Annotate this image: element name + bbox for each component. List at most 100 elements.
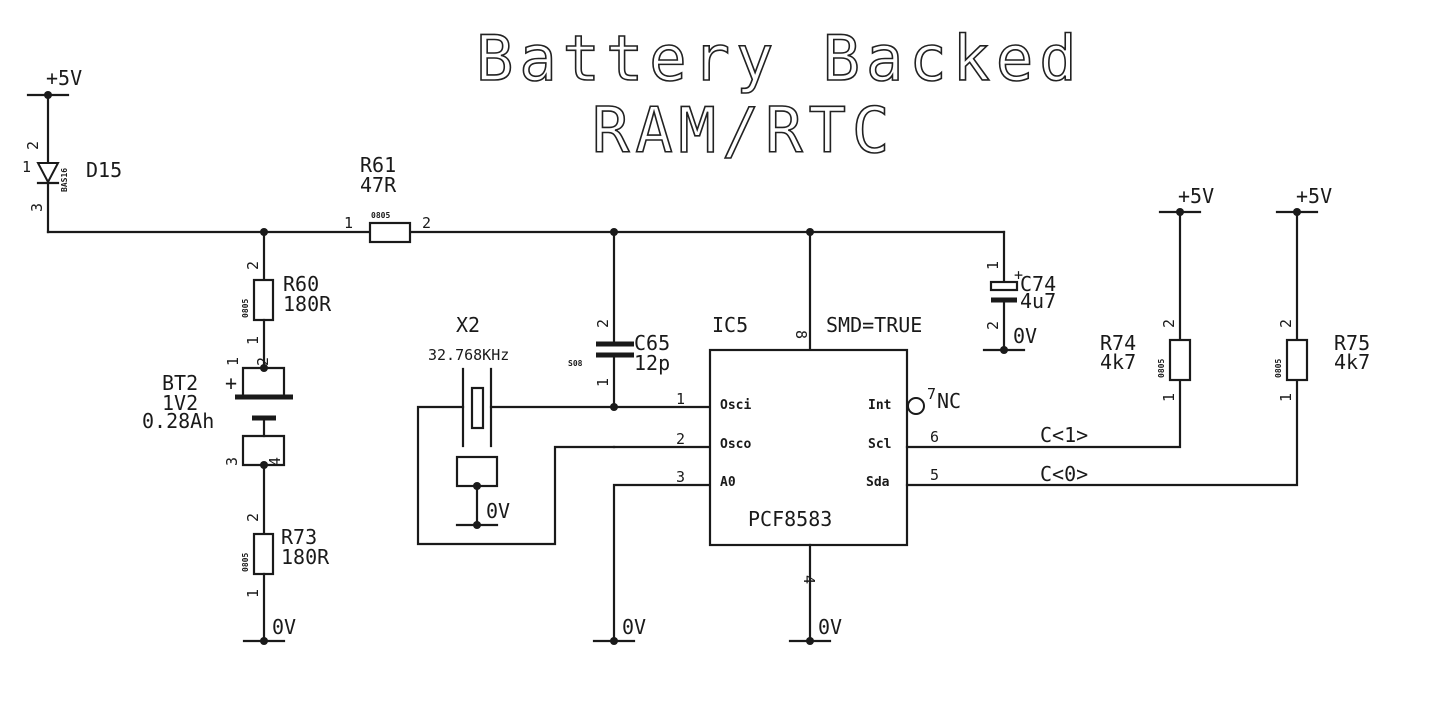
bt2-capacity: 0.28Ah: [142, 409, 214, 433]
bt2-pin-4: 4: [266, 457, 284, 466]
c74-gnd-label: 0V: [1013, 324, 1037, 348]
wire-a0: [612, 483, 712, 643]
r73-ref: R73: [281, 525, 317, 549]
r61-pin-2: 2: [422, 214, 431, 232]
ic5-pin-scl: Scl: [868, 437, 891, 452]
gnd-symbol-ic5: 0V: [788, 615, 842, 645]
gnd-symbol-a0: 0V: [592, 615, 646, 645]
vcc-symbol-d15: +5V: [26, 66, 82, 99]
ic5-pin-gnd: 4: [800, 575, 818, 584]
r73-package: 0805: [241, 553, 250, 572]
c74-polarity: +: [1014, 266, 1023, 284]
r74-pin-1: 1: [1160, 393, 1178, 402]
gnd-label: 0V: [622, 615, 646, 639]
r73-pin-2: 2: [244, 513, 262, 522]
r74-ref: R74: [1100, 331, 1136, 355]
r74-value: 4k7: [1100, 350, 1136, 374]
bt2-voltage: 1V2: [162, 391, 198, 415]
c65-package: S08: [568, 359, 583, 368]
ic5-pin-int-num: 7: [927, 385, 936, 403]
ic5-pin-sda: Sda: [866, 475, 890, 490]
r61-value: 47R: [360, 173, 397, 197]
r73-pin-1: 1: [244, 589, 262, 598]
bt2-polarity: +: [225, 371, 237, 395]
r75-pin-1: 1: [1277, 393, 1295, 402]
int-inversion-bubble: [907, 397, 925, 415]
resistor-r73: 2 1 0805 R73 180R: [241, 463, 330, 643]
ic5-pin-2-num: 2: [676, 430, 685, 448]
net-label-sda: C<0>: [1040, 462, 1088, 486]
c65-pin-1: 1: [594, 378, 612, 387]
resistor-r60: 2 1 0805 R60 180R: [241, 230, 332, 370]
r60-package: 0805: [241, 299, 250, 318]
c74-value: 4u7: [1020, 289, 1056, 313]
ic5-pin-vdd: 8: [792, 330, 810, 339]
title-line-2: RAM/RTC: [592, 94, 895, 167]
bt2-pin-1: 1: [224, 357, 242, 366]
c65-ref: C65: [634, 331, 670, 355]
c74-pin-2: 2: [984, 321, 1002, 330]
x2-gnd-label: 0V: [486, 499, 510, 523]
c65-value: 12p: [634, 351, 670, 375]
r61-ref: R61: [360, 153, 396, 177]
net-label-scl: C<1>: [1040, 423, 1088, 447]
c65-pin-2: 2: [594, 319, 612, 328]
crystal-x2: X2 32.768KHz 0V: [416, 313, 712, 546]
ic5-ref: IC5: [712, 313, 748, 337]
resistor-r74: +5V 2 1 0805 R74 4k7: [1100, 184, 1214, 402]
battery-bt2: 1 2 3 4 BT2 + 1V2 0.28Ah: [142, 357, 293, 469]
r75-pin-2: 2: [1277, 319, 1295, 328]
r73-value: 180R: [281, 545, 330, 569]
gnd-symbol-r73: 0V: [242, 615, 296, 645]
gnd-label: 0V: [818, 615, 842, 639]
r60-value: 180R: [283, 292, 332, 316]
capacitor-c65: 2 1 S08 C65 12p: [568, 230, 670, 411]
r74-package: 0805: [1157, 359, 1166, 378]
d15-pin-1: 1: [22, 158, 31, 176]
ic5-pin-a0: A0: [720, 475, 736, 490]
ic5-pin-5-num: 5: [930, 466, 939, 484]
r74-vcc-label: +5V: [1178, 184, 1214, 208]
resistor-r75: +5V 2 1 0805 R75 4k7: [1274, 184, 1370, 402]
ic5-pin-int: Int: [868, 398, 891, 413]
bt2-pin-3: 3: [223, 457, 241, 466]
r60-pin-1: 1: [244, 336, 262, 345]
ic5-part: PCF8583: [748, 507, 832, 531]
gnd-label: 0V: [272, 615, 296, 639]
wire-scl: [905, 378, 1182, 449]
r61-pin-1: 1: [344, 214, 353, 232]
diode-d15: 2 1 3 BAS16 D15: [22, 93, 122, 234]
c74-pin-1: 1: [984, 261, 1002, 270]
d15-pin-2: 2: [24, 141, 42, 150]
capacitor-c74: 1 2 + C74 4u7 0V: [982, 230, 1056, 354]
r74-pin-2: 2: [1160, 319, 1178, 328]
vcc-label: +5V: [46, 66, 82, 90]
x2-value: 32.768KHz: [428, 346, 509, 364]
r75-vcc-label: +5V: [1296, 184, 1332, 208]
ic5-pin-osci: Osci: [720, 398, 751, 413]
bt2-pin-2: 2: [254, 357, 272, 366]
ic5-pin-6-num: 6: [930, 428, 939, 446]
x2-ref: X2: [456, 313, 480, 337]
r60-ref: R60: [283, 272, 319, 296]
bt2-ref: BT2: [162, 371, 198, 395]
ic5-pin-1-num: 1: [676, 390, 685, 408]
wire-sda: [905, 378, 1299, 487]
ic5-attribute: SMD=TRUE: [826, 313, 922, 337]
ic5-pin-osco: Osco: [720, 437, 751, 452]
r75-value: 4k7: [1334, 350, 1370, 374]
d15-pin-3: 3: [28, 203, 46, 212]
d15-part: BAS16: [60, 168, 69, 192]
ic-ic5: IC5 8 SMD=TRUE Osci Osco A0 Int Scl Sda …: [708, 230, 961, 643]
r61-package: 0805: [371, 211, 390, 220]
c74-ref: C74: [1020, 272, 1056, 296]
ic5-pin-3-num: 3: [676, 468, 685, 486]
r75-ref: R75: [1334, 331, 1370, 355]
r75-package: 0805: [1274, 359, 1283, 378]
d15-ref: D15: [86, 158, 122, 182]
r60-pin-2: 2: [244, 261, 262, 270]
ic5-int-note: NC: [937, 389, 961, 413]
title-line-1: Battery Backed: [476, 22, 1083, 95]
resistor-r61: R61 47R 0805 1 2: [344, 153, 431, 244]
